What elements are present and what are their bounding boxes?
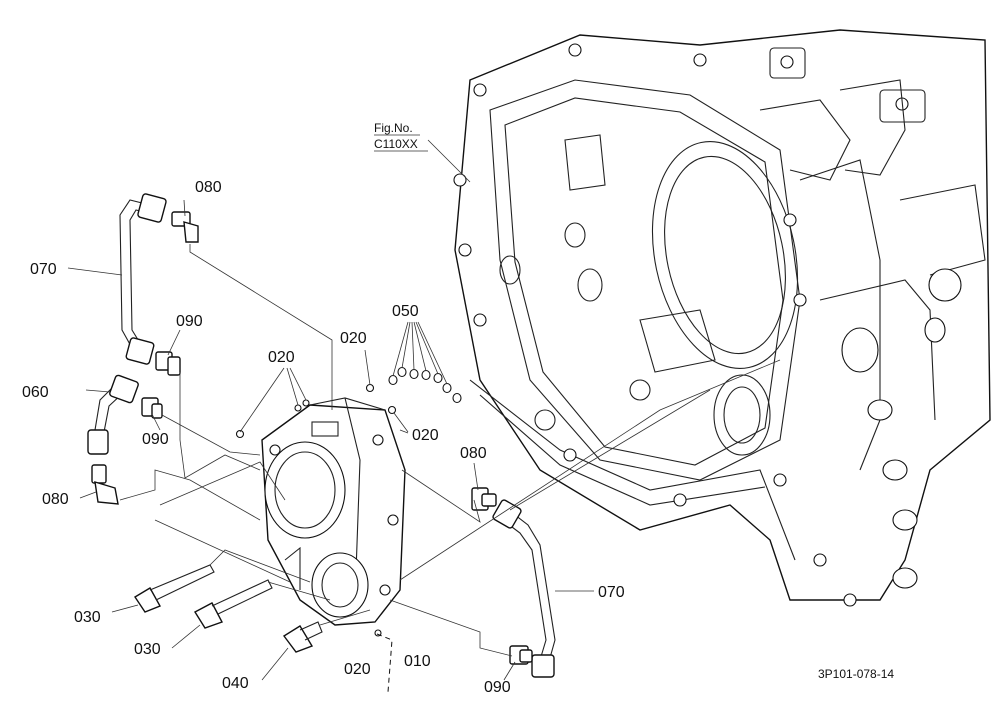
oil-pipe-right [471,487,556,678]
callout-070-left: 070 [30,261,57,278]
fig-ref-line-1: Fig.No. [374,121,413,135]
front-cover-housing [261,397,406,626]
callout-060: 060 [22,384,49,401]
bolt-030-lower [194,579,273,629]
callout-020-upper: 020 [340,330,367,347]
callout-050: 050 [392,303,419,320]
callout-040: 040 [222,675,249,692]
callout-080-top: 080 [195,179,222,196]
callout-080-right: 080 [460,445,487,462]
transmission-case [453,29,991,607]
callout-070-right: 070 [598,584,625,601]
assembly-lines [119,244,781,693]
oring-group-050 [388,321,462,404]
callout-010: 010 [404,653,431,670]
callout-090-bottom: 090 [484,679,511,696]
callout-080-left: 080 [42,491,69,508]
callout-020-left: 020 [268,349,295,366]
fig-ref-leader [427,139,471,183]
pipe-assembly-060 [87,374,163,505]
callout-leaders [67,199,594,681]
pin-group-020 [235,349,409,637]
callout-030-upper: 030 [74,609,101,626]
callout-020-bottom: 020 [344,661,371,678]
oil-pipe-upper-left [119,193,199,376]
callout-090-upper: 090 [176,313,203,330]
callout-090-middle: 090 [142,431,169,448]
bolt-040 [282,621,323,653]
callout-020-right: 020 [412,427,439,444]
drawing-code: 3P101-078-14 [818,667,894,681]
fig-ref-line-2: C110XX [374,137,418,151]
bolt-030-upper [134,564,215,613]
callout-030-lower: 030 [134,641,161,658]
